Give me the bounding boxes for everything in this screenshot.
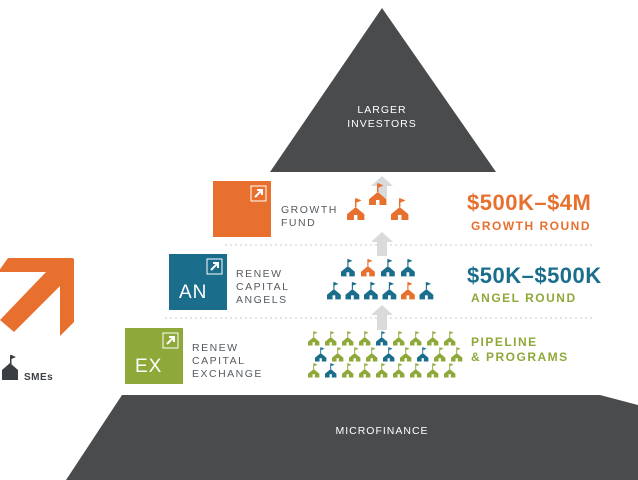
house-flag-icon [427, 331, 439, 346]
growth-fund-badge [213, 181, 271, 237]
microfinance-label: MICROFINANCE [335, 425, 429, 437]
house-flag-icon [325, 363, 337, 378]
house-flag-icon [349, 347, 361, 362]
angel-amount: $50K–$500K [467, 263, 602, 288]
exchange-code: EX [135, 356, 163, 377]
arrow-up-right-icon [250, 185, 267, 202]
house-flag-icon [444, 363, 456, 378]
growth-round: GROWTH ROUND [471, 219, 591, 233]
house-flag-icon [381, 259, 395, 277]
house-flag-icon [434, 347, 446, 362]
house-flag-icon [410, 363, 422, 378]
house-flag-icon [359, 331, 371, 346]
house-flag-icon [359, 363, 371, 378]
house-flag-icon [366, 347, 378, 362]
house-flag-icon [391, 198, 409, 221]
house-flag-icon [364, 282, 378, 300]
angel-round: ANGEL ROUND [471, 291, 577, 305]
house-flag-icon [342, 363, 354, 378]
house-flag-icon [345, 282, 360, 300]
exchange-label: RENEW CAPITAL EXCHANGE [192, 342, 263, 380]
house-flag-icon [444, 331, 456, 346]
house-flag-icon [342, 331, 354, 346]
house-flag-icon [382, 282, 397, 300]
house-flag-icon [347, 198, 365, 221]
house-flag-icon [451, 347, 463, 362]
exchange-badge: EX [125, 328, 183, 384]
house-grid [308, 183, 463, 378]
up-arrow-icon [371, 176, 393, 198]
house-flag-icon [410, 331, 422, 346]
house-flag-icon [376, 363, 388, 378]
house-flag-icon [315, 347, 327, 362]
arrow-up-right-icon [206, 258, 223, 275]
up-arrow-icon [371, 305, 393, 330]
angels-code: AN [179, 282, 208, 303]
smes-label: SMEs [24, 372, 54, 383]
house-flag-icon [417, 347, 429, 362]
house-flag-icon [401, 282, 415, 300]
larger-investors-label: LARGER INVESTORS [347, 104, 417, 130]
house-flag-icon [369, 183, 387, 206]
house-icon [2, 355, 18, 380]
up-arrow-icon [371, 232, 393, 256]
house-flag-icon [308, 363, 320, 378]
house-flag-icon [383, 347, 395, 362]
house-flag-icon [341, 259, 355, 277]
house-flag-icon [332, 347, 344, 362]
house-flag-icon [361, 259, 375, 277]
house-flag-icon [393, 331, 405, 346]
house-flag-icon [400, 347, 412, 362]
house-flag-icon [308, 331, 320, 346]
house-flag-icon [393, 363, 405, 378]
arrow-up-right-icon [162, 332, 179, 349]
growth-amount: $500K–$4M [467, 190, 592, 215]
angels-badge: AN [169, 254, 227, 310]
pyramid-top [270, 8, 496, 172]
angels-label: RENEW CAPITAL ANGELS [236, 268, 290, 306]
growth-fund-label: GROWTH FUND [281, 204, 338, 229]
pipeline-label: PIPELINE & PROGRAMS [471, 335, 569, 364]
house-flag-icon [325, 331, 337, 346]
pyramid-base [66, 395, 638, 480]
house-flag-icon [419, 282, 434, 300]
house-flag-icon [327, 282, 341, 300]
house-flag-icon [376, 331, 388, 346]
arrow-up-right-icon [0, 258, 74, 336]
house-flag-icon [427, 363, 439, 378]
house-flag-icon [401, 259, 415, 277]
